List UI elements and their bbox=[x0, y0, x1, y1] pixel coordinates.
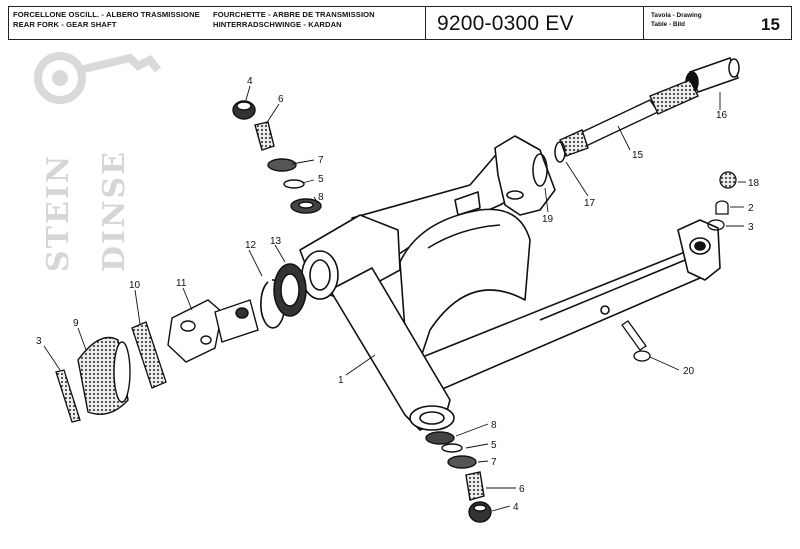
swing-arm bbox=[299, 135, 721, 431]
part-10-clamp bbox=[55, 369, 81, 423]
part-2-bolt bbox=[715, 200, 729, 215]
part-9-rubber-boot bbox=[77, 336, 131, 415]
part-17-ring bbox=[554, 141, 566, 163]
title-english: REAR FORK - GEAR SHAFT bbox=[13, 20, 117, 29]
part-19-gasket bbox=[532, 153, 548, 187]
title-french: FOURCHETTE - ARBRE DE TRANSMISSION bbox=[213, 10, 375, 19]
part-18-cap bbox=[719, 171, 737, 189]
callout-8-bottom: 8 bbox=[491, 420, 497, 431]
header-divider bbox=[425, 7, 426, 39]
part-12-universal-joint bbox=[167, 299, 259, 363]
callout-12: 11 bbox=[176, 278, 187, 289]
callout-18: 18 bbox=[748, 178, 760, 189]
callout-5-bottom: 5 bbox=[491, 440, 497, 451]
callout-3: 3 bbox=[748, 222, 754, 233]
header-divider bbox=[643, 7, 644, 39]
part-3-washer bbox=[707, 219, 725, 231]
title-german: HINTERRADSCHWINGE - KARDAN bbox=[213, 20, 342, 29]
callout-7-bottom: 7 bbox=[491, 457, 497, 468]
callout-9: 9 bbox=[73, 318, 79, 329]
stein-dinse-watermark: STEIN DINSE bbox=[34, 52, 162, 272]
callout-5-top: 5 bbox=[318, 174, 324, 185]
callout-15: 15 bbox=[632, 150, 644, 161]
watermark-line2: DINSE bbox=[97, 150, 132, 272]
callout-4-top: 4 bbox=[247, 76, 253, 87]
key-logo-icon bbox=[34, 52, 162, 104]
lower-pivot-stack bbox=[425, 431, 492, 523]
callout-10: 3 bbox=[36, 336, 42, 347]
callout-7-top: 7 bbox=[318, 155, 324, 166]
title-italian-english: FORCELLONE OSCILL. - ALBERO TRASMISSIONE… bbox=[13, 10, 200, 42]
callout-17: 17 bbox=[584, 198, 596, 209]
part-15-drive-shaft bbox=[559, 79, 699, 157]
callout-14: 13 bbox=[270, 236, 282, 247]
table-label-line1: Tavola - Drawing bbox=[651, 12, 702, 19]
callout-1: 1 bbox=[338, 375, 344, 386]
callout-16: 16 bbox=[716, 110, 728, 121]
callout-19: 19 bbox=[542, 214, 554, 225]
drawing-code: 9200-0300 EV bbox=[437, 12, 574, 35]
upper-pivot-stack bbox=[232, 100, 322, 214]
callout-6-top: 6 bbox=[278, 94, 284, 105]
callout-20: 20 bbox=[683, 366, 695, 377]
callout-8-top: 8 bbox=[318, 192, 324, 203]
callout-13: 12 bbox=[245, 240, 257, 251]
table-number: 15 bbox=[761, 15, 780, 34]
part-callouts: 4 6 7 5 8 12 13 11 10 9 3 1 8 5 7 6 4 20… bbox=[36, 76, 760, 513]
callout-4-bottom: 4 bbox=[513, 502, 519, 513]
callout-2: 2 bbox=[748, 203, 754, 214]
table-label: Tavola - Drawing Table - Bild bbox=[651, 12, 702, 29]
callout-11: 10 bbox=[129, 280, 141, 291]
callout-6-bottom: 6 bbox=[519, 484, 525, 495]
title-block: FORCELLONE OSCILL. - ALBERO TRASMISSIONE… bbox=[8, 6, 792, 40]
title-italian: FORCELLONE OSCILL. - ALBERO TRASMISSIONE bbox=[13, 10, 200, 19]
title-french-german: FOURCHETTE - ARBRE DE TRANSMISSION HINTE… bbox=[213, 10, 375, 42]
part-14-bearing bbox=[273, 263, 307, 317]
part-11-clamp-ring bbox=[131, 321, 167, 389]
watermark-line1: STEIN bbox=[41, 154, 76, 272]
part-20-screw bbox=[621, 320, 651, 362]
table-label-line2: Table - Bild bbox=[651, 20, 685, 28]
leader-lines bbox=[43, 85, 746, 512]
